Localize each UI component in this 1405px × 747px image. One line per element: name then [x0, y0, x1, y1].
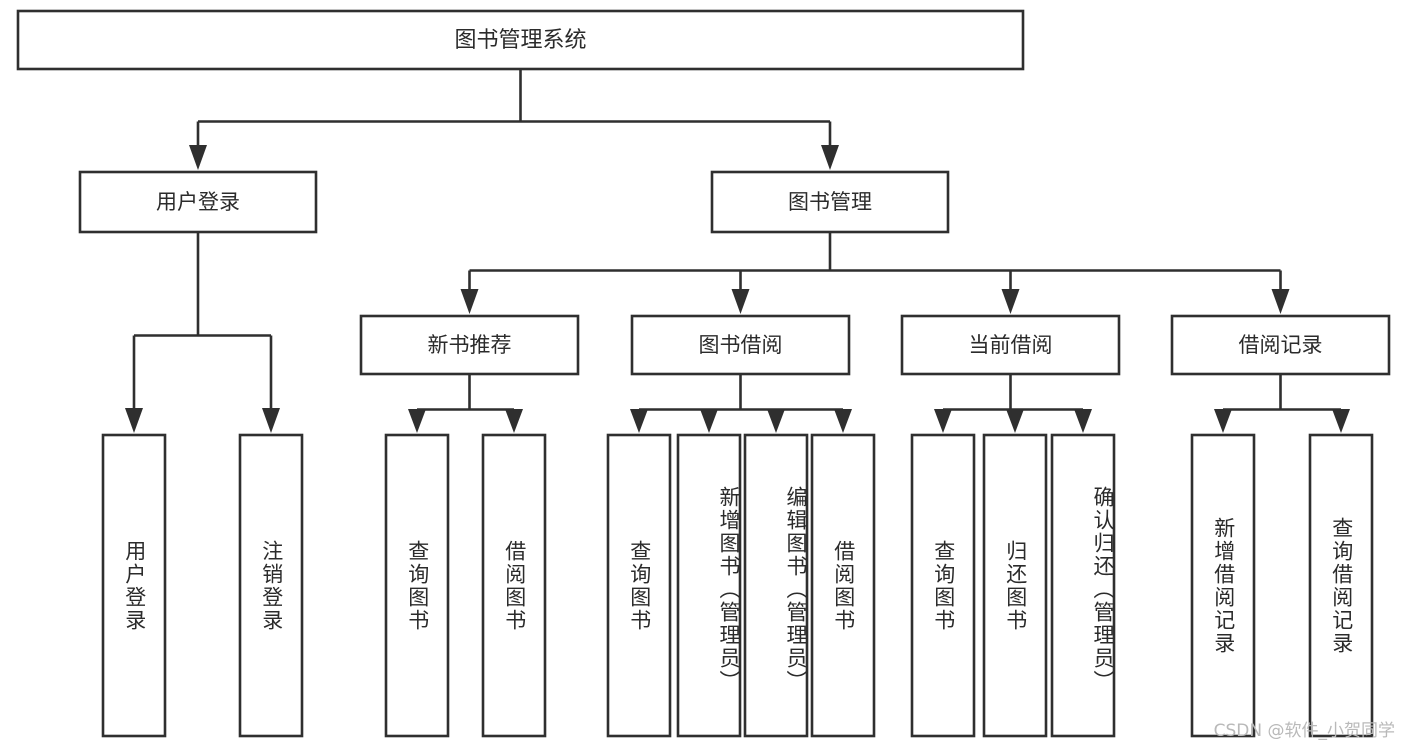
arrowhead-book-borrow [731, 289, 750, 314]
node-leaf-rec-find-box[interactable] [1308, 433, 1374, 738]
node-leaf-cur-confirm-box[interactable] [1050, 433, 1116, 738]
node-root[interactable]: 图书管理系统 [16, 9, 1025, 71]
node-new-book-rec-label: 新书推荐 [428, 333, 512, 357]
node-leaf-borrow-add-box[interactable] [676, 433, 742, 738]
arrowhead-borrow-record [1271, 289, 1290, 314]
node-book-borrow[interactable]: 图书借阅 [630, 314, 851, 376]
node-book-manage-box[interactable] [710, 170, 950, 234]
node-user-login-box[interactable] [78, 170, 318, 234]
node-leaf-rec-borrow-box[interactable] [481, 433, 547, 738]
connector-group-borrow-record [1214, 374, 1350, 433]
node-root-label: 图书管理系统 [454, 28, 586, 53]
node-leaf-borrow-borrow-box[interactable] [810, 433, 876, 738]
arrowhead-leaf-rec-add [1214, 409, 1232, 433]
node-user-login[interactable]: 用户登录 [78, 170, 318, 234]
node-user-login-label: 用户登录 [156, 190, 240, 214]
node-book-borrow-box[interactable] [630, 314, 851, 376]
arrowhead-leaf-cur-query [934, 409, 952, 433]
arrowhead-leaf-cur-return [1006, 409, 1024, 433]
arrowhead-leaf-borrow-query [630, 409, 648, 433]
node-root-box[interactable] [16, 9, 1025, 71]
node-leaf-user-login-box[interactable] [101, 433, 167, 738]
connector-group-root [189, 69, 839, 170]
arrowhead-book-manage [821, 145, 839, 170]
arrowhead-leaf-borrow-edit [767, 409, 785, 433]
node-leaf-borrow-query-box[interactable] [606, 433, 672, 738]
node-leaf-user-logout-box[interactable] [238, 433, 304, 738]
arrowhead-leaf-borrow-borrow [834, 409, 852, 433]
arrowhead-leaf-rec-query [408, 409, 426, 433]
connector-group-book-borrow [630, 374, 852, 433]
node-leaf-cur-return-box[interactable] [982, 433, 1048, 738]
arrowhead-leaf-user-login [125, 408, 143, 433]
node-borrow-record-label: 借阅记录 [1239, 333, 1323, 357]
node-new-book-rec-box[interactable] [359, 314, 580, 376]
node-book-manage-label: 图书管理 [788, 190, 872, 214]
csdn-watermark: CSDN @软件_小贺同学 [1213, 721, 1395, 741]
arrowhead-user-login [189, 145, 207, 170]
connector-group-new-book-rec [408, 374, 523, 433]
arrowhead-leaf-cur-confirm [1074, 409, 1092, 433]
arrowhead-leaf-user-logout [262, 408, 280, 433]
node-borrow-record[interactable]: 借阅记录 [1170, 314, 1391, 376]
connector-group-user-login [125, 232, 280, 433]
node-borrow-record-box[interactable] [1170, 314, 1391, 376]
node-book-manage[interactable]: 图书管理 [710, 170, 950, 234]
connector-group-book-manage [460, 232, 1290, 314]
connector-group-current-borrow [934, 374, 1092, 433]
node-current-borrow-label: 当前借阅 [969, 333, 1053, 357]
node-new-book-rec[interactable]: 新书推荐 [359, 314, 580, 376]
node-leaf-rec-add-box[interactable] [1190, 433, 1256, 738]
arrowhead-new-book-rec [460, 289, 479, 314]
arrowhead-leaf-rec-borrow [505, 409, 523, 433]
node-book-borrow-label: 图书借阅 [699, 333, 783, 357]
node-current-borrow-box[interactable] [900, 314, 1121, 376]
node-leaf-cur-query-box[interactable] [910, 433, 976, 738]
arrowhead-leaf-rec-find [1332, 409, 1350, 433]
node-current-borrow[interactable]: 当前借阅 [900, 314, 1121, 376]
arrowhead-current-borrow [1001, 289, 1020, 314]
node-leaf-borrow-edit-box[interactable] [743, 433, 809, 738]
arrowhead-leaf-borrow-add [700, 409, 718, 433]
node-leaf-rec-query-box[interactable] [384, 433, 450, 738]
